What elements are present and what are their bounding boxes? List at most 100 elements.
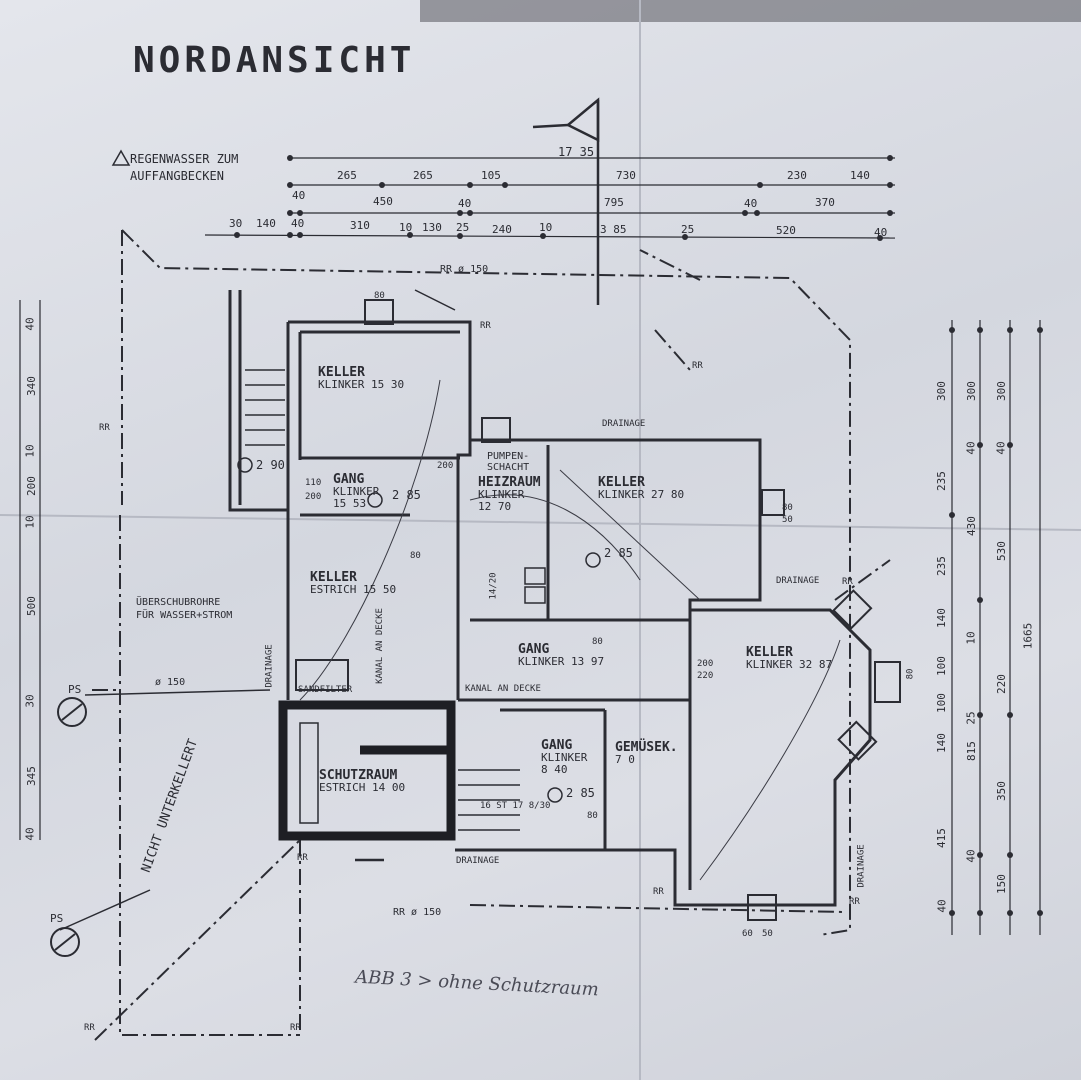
label-pipe150: ø 150 bbox=[155, 677, 186, 688]
dim-right-2-4: 10 bbox=[964, 631, 978, 645]
label-pumpenschacht-1: PUMPEN- bbox=[487, 451, 530, 462]
room-name: KELLER bbox=[746, 645, 793, 660]
dim-left-1: 40 bbox=[23, 317, 37, 331]
room-area: 15 53 bbox=[333, 497, 367, 510]
dimension-lines-left bbox=[19, 300, 41, 840]
page-title: NORDANSICHT bbox=[133, 40, 416, 81]
dim-door-10: 50 bbox=[782, 515, 793, 525]
dim-left-5: 10 bbox=[23, 515, 37, 529]
dim-top-1-3: 105 bbox=[481, 169, 501, 182]
dimension-ticks-right bbox=[949, 327, 1043, 916]
dimension-ticks bbox=[234, 155, 893, 241]
label-rr-2: RR bbox=[480, 321, 491, 331]
dim-top-3-13: 40 bbox=[874, 226, 888, 239]
room-area: 15 30 bbox=[370, 378, 405, 391]
dim-right-1-3: 235 bbox=[934, 556, 948, 576]
dim-top-3-7: 25 bbox=[456, 221, 470, 234]
dim-right-2-1: 300 bbox=[964, 381, 978, 401]
shelter-bench bbox=[299, 722, 319, 824]
label-rr150-bottom: RR ø 150 bbox=[393, 907, 442, 918]
dim-top-3-8: 240 bbox=[492, 223, 512, 236]
room-area: 14 00 bbox=[371, 781, 406, 794]
label-level-285-a: 2 85 bbox=[392, 488, 421, 502]
dimension-lines-top bbox=[204, 157, 896, 239]
dim-left-4: 200 bbox=[24, 476, 38, 496]
drainage-pipes bbox=[59, 289, 456, 931]
warning-triangle-icon bbox=[111, 149, 131, 166]
dim-left-9: 40 bbox=[23, 827, 37, 841]
dim-top-2-s2: 40 bbox=[458, 197, 472, 210]
label-level-285-b: 2 85 bbox=[604, 546, 633, 560]
room-name: KELLER bbox=[318, 365, 365, 380]
label-drainage-left: DRAINAGE bbox=[264, 644, 275, 688]
label-rr-4: RR bbox=[842, 577, 853, 587]
dim-right-2-7: 40 bbox=[964, 849, 978, 863]
label-ps-2: PS bbox=[50, 912, 64, 925]
label-drainage-top: DRAINAGE bbox=[602, 419, 646, 429]
dim-door-7: 110 bbox=[305, 478, 322, 488]
label-rr150-top: RR ø 150 bbox=[440, 264, 489, 275]
dim-top-2-s3: 40 bbox=[744, 197, 758, 210]
room-name: KELLER bbox=[310, 570, 357, 585]
label-sandfilter: SANDFILTER bbox=[298, 685, 353, 695]
sandfilter-box bbox=[295, 659, 349, 691]
dim-top-3-4: 310 bbox=[350, 219, 370, 232]
room-area: 27 80 bbox=[650, 488, 685, 501]
bay-window bbox=[364, 299, 901, 921]
dim-right-1-5: 100 bbox=[934, 656, 948, 676]
room-name: KELLER bbox=[598, 475, 645, 490]
room-floor: KLINKER bbox=[598, 488, 645, 501]
label-rr-9: RR bbox=[290, 1023, 301, 1033]
room-floor: KLINKER bbox=[541, 751, 588, 764]
dim-top-1-1: 265 bbox=[337, 169, 357, 182]
dim-top-1-6: 140 bbox=[850, 169, 870, 182]
room-area: 15 50 bbox=[362, 583, 397, 596]
dim-door-14: 50 bbox=[762, 929, 773, 939]
dim-door-11: 80 bbox=[587, 811, 598, 821]
property-outline bbox=[92, 229, 891, 1041]
label-rr-5: RR bbox=[297, 853, 308, 863]
dim-right-total: 1665 bbox=[1021, 622, 1035, 650]
label-rr-7: RR bbox=[849, 897, 860, 907]
dim-top-1-4: 730 bbox=[616, 169, 636, 182]
note-rainwater-1: REGENWASSER ZUM bbox=[130, 152, 238, 166]
room-name: GANG bbox=[333, 472, 365, 487]
room-name: GANG bbox=[518, 642, 550, 657]
shelter-walls bbox=[278, 700, 456, 841]
dim-left-3: 10 bbox=[23, 444, 37, 458]
label-pumpenschacht-2: SCHACHT bbox=[487, 462, 530, 473]
dim-right-1-9: 40 bbox=[935, 899, 949, 913]
room-floor: ESTRICH bbox=[310, 583, 357, 596]
sketch-lines bbox=[299, 379, 841, 881]
room-floor: KLINKER bbox=[518, 655, 565, 668]
label-drainage-side: DRAINAGE bbox=[856, 844, 867, 888]
label-level-290: 2 90 bbox=[256, 458, 285, 472]
label-level-285-c: 2 85 bbox=[566, 786, 595, 800]
dim-top-2-2: 795 bbox=[604, 196, 624, 209]
dim-right-1-4: 140 bbox=[934, 608, 948, 628]
dim-right-1-2: 235 bbox=[934, 471, 948, 491]
room-name: GANG bbox=[541, 738, 573, 753]
label-kanal-vertical: KANAL AN DECKE bbox=[374, 608, 385, 684]
dim-door-5: 200 bbox=[697, 659, 714, 669]
dim-right-3-1: 300 bbox=[994, 381, 1008, 401]
dim-top-3-11: 25 bbox=[681, 223, 695, 236]
room-name: GEMÜSEK. bbox=[615, 740, 678, 755]
dim-top-3-2: 140 bbox=[256, 217, 276, 230]
dim-top-3-12: 520 bbox=[776, 224, 796, 237]
dim-right-2-6: 815 bbox=[964, 741, 978, 761]
note-overflow-2: FÜR WASSER+STROM bbox=[136, 610, 233, 621]
dim-left-6: 500 bbox=[24, 596, 38, 616]
dim-door-4: 80 bbox=[592, 637, 603, 647]
room-area: 7 0 bbox=[615, 753, 635, 766]
dim-right-1-1: 300 bbox=[934, 381, 948, 401]
dim-door-1: 80 bbox=[374, 291, 385, 301]
dim-top-3-5: 10 bbox=[399, 221, 413, 234]
room-schutzraum: SCHUTZRAUM ESTRICH 14 00 bbox=[319, 769, 406, 794]
room-gemuesekeller: GEMÜSEK. 7 0 bbox=[615, 740, 678, 766]
dim-door-6: 220 bbox=[697, 671, 714, 681]
dim-top-3-9: 10 bbox=[539, 221, 553, 234]
dim-top-3-1: 30 bbox=[229, 217, 243, 230]
